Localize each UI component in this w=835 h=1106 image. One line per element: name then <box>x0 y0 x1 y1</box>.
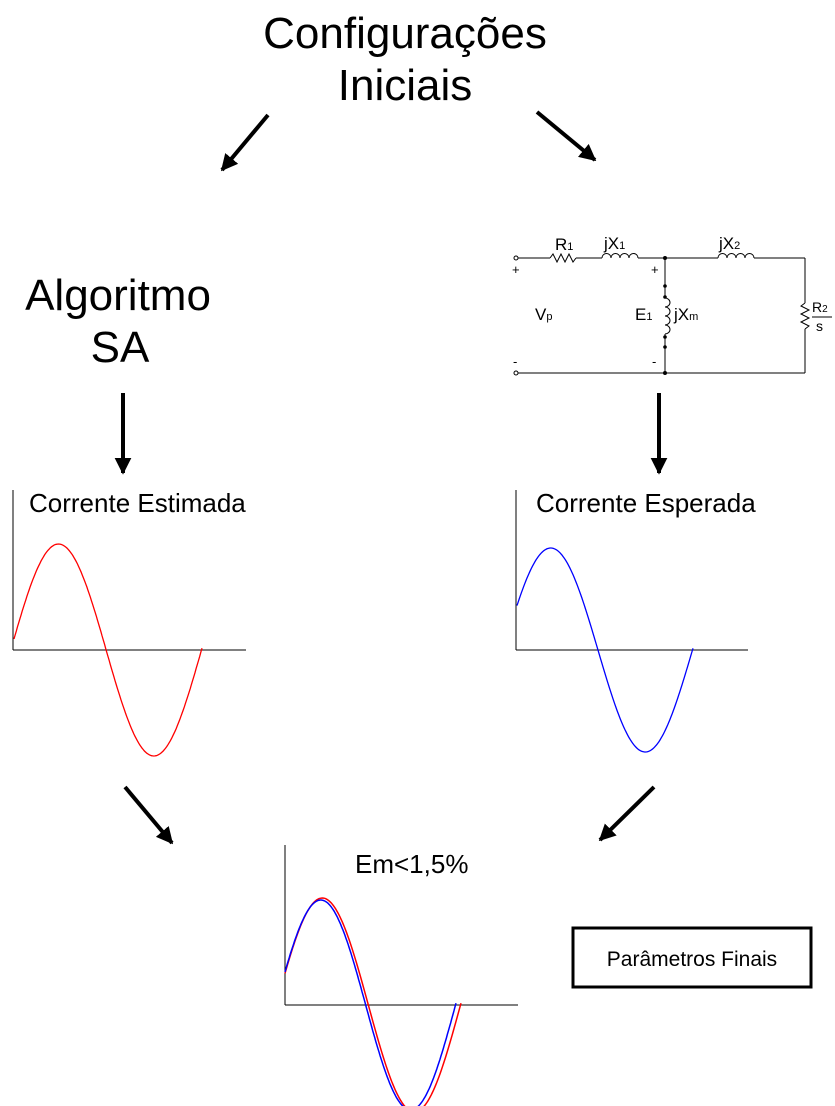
label-r1: R1 <box>555 235 573 254</box>
algorithm-line-2: SA <box>91 323 150 372</box>
estimated-chart-title: Corrente Estimada <box>29 488 246 518</box>
label-jxm: jXm <box>673 305 698 324</box>
terminal-plus-right: + <box>651 262 659 277</box>
expected-chart-title: Corrente Esperada <box>536 488 756 518</box>
final-parameters-box: Parâmetros Finais <box>571 926 813 989</box>
resistor-r2 <box>799 302 811 330</box>
inductor-jxm <box>664 297 671 335</box>
final-parameters-label: Parâmetros Finais <box>607 948 777 971</box>
inductor-jx1 <box>601 253 639 259</box>
comparison-expected-wave <box>284 899 457 1106</box>
arrow-to-algorithm <box>220 113 270 172</box>
terminal-minus-right: - <box>652 354 656 369</box>
equivalent-circuit <box>513 252 811 376</box>
label-r2-denominator: s <box>816 318 823 334</box>
label-vp: Vp <box>535 305 552 324</box>
comparison-chart-title: Em<1,5% <box>355 849 468 879</box>
label-jx2: jX2 <box>718 234 740 253</box>
arrow-expected-to-comparison <box>598 785 656 842</box>
inductor-jx2 <box>717 253 755 259</box>
label-jx1: jX1 <box>603 234 625 253</box>
expected-current-wave <box>516 547 694 753</box>
algorithm-line-1: Algoritmo <box>25 271 211 320</box>
title-line-2: Iniciais <box>338 61 473 110</box>
estimated-current-wave <box>13 543 203 757</box>
arrow-estimated-to-comparison <box>123 785 174 845</box>
terminal-plus-left: + <box>512 262 520 277</box>
circuit-nodes <box>663 256 667 375</box>
resistor-r1 <box>549 252 577 264</box>
terminal-minus-left: - <box>513 354 517 369</box>
label-r2-numerator: R2 <box>812 299 828 315</box>
title-line-1: Configurações <box>263 9 547 58</box>
label-e1: E1 <box>635 305 652 324</box>
arrow-to-circuit <box>535 110 597 162</box>
